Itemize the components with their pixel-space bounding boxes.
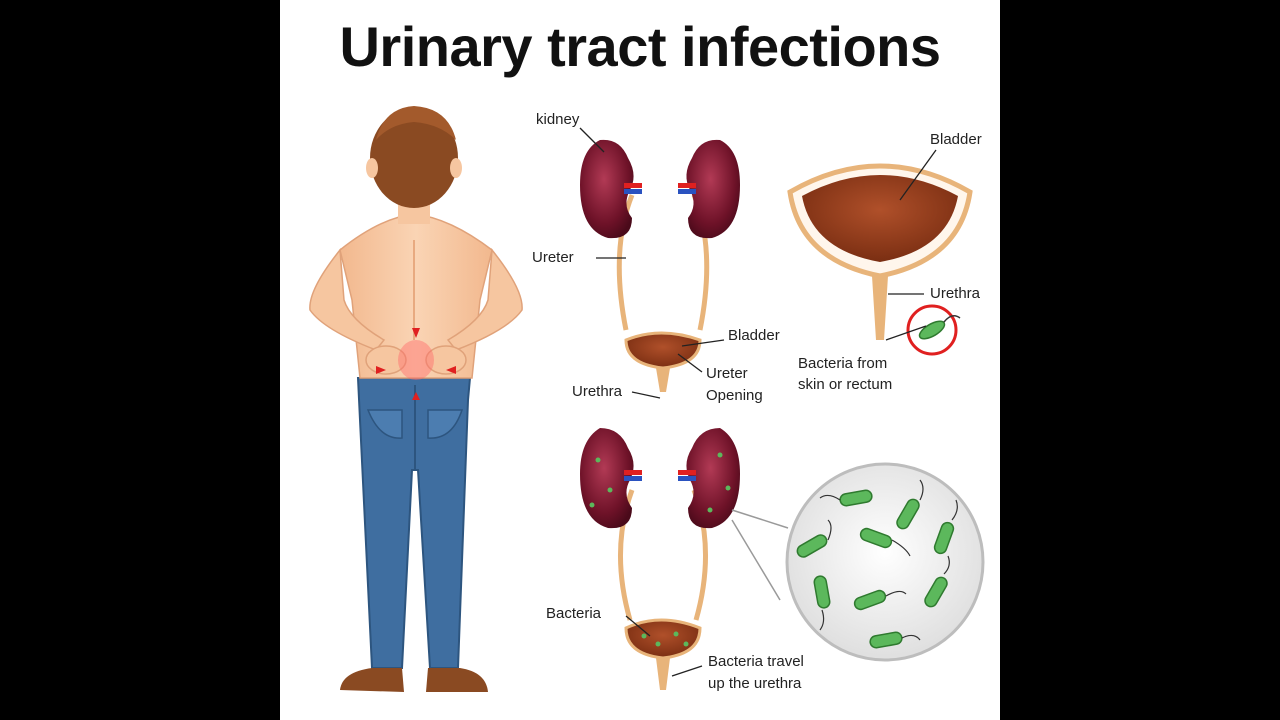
kidney-icon — [580, 139, 634, 239]
person-back-pain-figure — [309, 106, 523, 692]
label-ureter-opening-1: Ureter — [706, 365, 748, 382]
jeans — [356, 377, 472, 669]
label-ureter-opening-2: Opening — [706, 387, 763, 404]
label-bacteria-source-1: Bacteria from — [798, 355, 887, 372]
head — [370, 108, 458, 208]
urinary-system-healthy — [580, 139, 740, 392]
right-shoe — [426, 668, 488, 692]
urinary-system-infected — [580, 428, 985, 690]
label-kidney: kidney — [536, 111, 580, 128]
magnifier-circle — [785, 462, 985, 662]
label-ureter: Ureter — [532, 249, 574, 266]
label-bacteria-travel-2: up the urethra — [708, 675, 802, 692]
leader-lines — [579, 127, 937, 677]
label-bacteria-source-2: skin or rectum — [798, 376, 892, 393]
urethra-tube — [872, 276, 888, 340]
label-bacteria-travel-1: Bacteria travel — [708, 653, 804, 670]
right-arm — [446, 248, 523, 351]
kidney-icon — [686, 139, 740, 239]
label-bladder-large: Bladder — [930, 131, 982, 148]
pain-arrow-top — [412, 328, 420, 338]
bladder-large — [787, 163, 973, 356]
bacteria-icon — [918, 320, 946, 340]
kidney-icon — [686, 428, 740, 529]
pain-area — [398, 340, 434, 380]
diagram-canvas: kidney Ureter Bladder Ureter Opening Ure… — [309, 106, 985, 692]
pain-arrow-left — [376, 366, 386, 374]
label-bacteria: Bacteria — [546, 605, 602, 622]
infographic-panel: Urinary tract infections — [280, 0, 1000, 720]
left-shoe — [340, 668, 404, 692]
left-arm — [309, 248, 386, 351]
bladder-icon — [624, 618, 702, 660]
pain-arrow-bottom — [412, 392, 420, 400]
label-urethra-small: Urethra — [572, 383, 623, 400]
pain-arrow-right — [446, 366, 456, 374]
bacteria-cluster — [796, 489, 955, 649]
page-title: Urinary tract infections — [339, 15, 941, 78]
label-bladder-small: Bladder — [728, 327, 780, 344]
label-urethra-large: Urethra — [930, 285, 981, 302]
bladder-icon — [624, 331, 702, 370]
bladder-icon — [802, 175, 958, 262]
